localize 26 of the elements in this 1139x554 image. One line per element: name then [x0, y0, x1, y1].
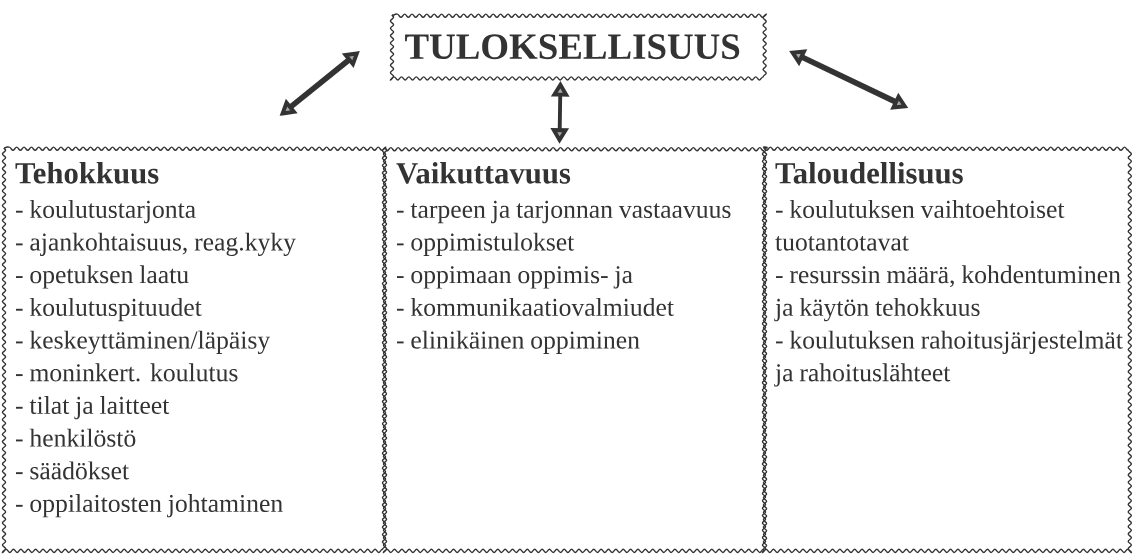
list-item: - ajankohtaisuus, reag.kyky [16, 232, 296, 256]
list-item: - opetuksen laatu [16, 265, 189, 289]
list-item: - koulutustarjonta [16, 199, 196, 224]
list-item: - moninkert. koulutus [16, 363, 238, 382]
heading: Tehokkuus [15, 162, 159, 184]
list-item: - tarpeen ja tarjonnan vastaavuus [396, 200, 731, 224]
list-item: - kommunikaatiovalmiudet [396, 298, 674, 317]
list-item: - koulutuspituudet [16, 298, 202, 322]
title-text: TULOKSELLISUUS [405, 34, 740, 60]
list-item: - resurssin määrä, kohdentuminen ja käytön tehokkuus [774, 265, 1121, 322]
wavy-border [1, 146, 387, 554]
list-item: - keskeyttäminen/läpäisy [16, 330, 271, 354]
list-item: - säädökset [16, 461, 129, 480]
wavy-border [382, 146, 768, 554]
wavy-border [761, 146, 1133, 554]
list-item: - oppimistulokset [396, 232, 575, 256]
list-item: - oppilaitosten johtaminen [16, 494, 283, 518]
list-item: - tilat ja laitteet [16, 396, 170, 420]
list-item: - oppimaan oppimis- ja [396, 266, 633, 289]
list-item: - elinikäinen oppiminen [396, 330, 640, 354]
list-item: - koulutuksen vaihtoehtoiset tuotantotavat [775, 199, 1065, 251]
heading: Vaikuttavuus [396, 162, 571, 184]
heading: Taloudellisuus [775, 162, 963, 184]
list-item: - henkilöstö [16, 428, 136, 447]
wavy-border [389, 13, 767, 81]
list-item: - koulutuksen rahoitusjärjestelmät ja rahoituslähteet [774, 330, 1123, 387]
